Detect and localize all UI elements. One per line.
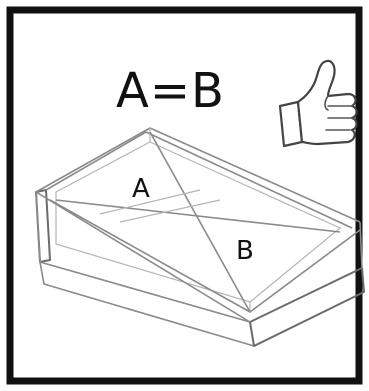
outer-frame xyxy=(6,6,363,385)
diagonal-a-label: A xyxy=(132,174,150,204)
equation-label: A=B xyxy=(116,63,225,119)
open-box xyxy=(35,127,365,347)
thumbs-up-icon xyxy=(278,59,358,148)
diagonal-b-label: B xyxy=(236,236,254,266)
